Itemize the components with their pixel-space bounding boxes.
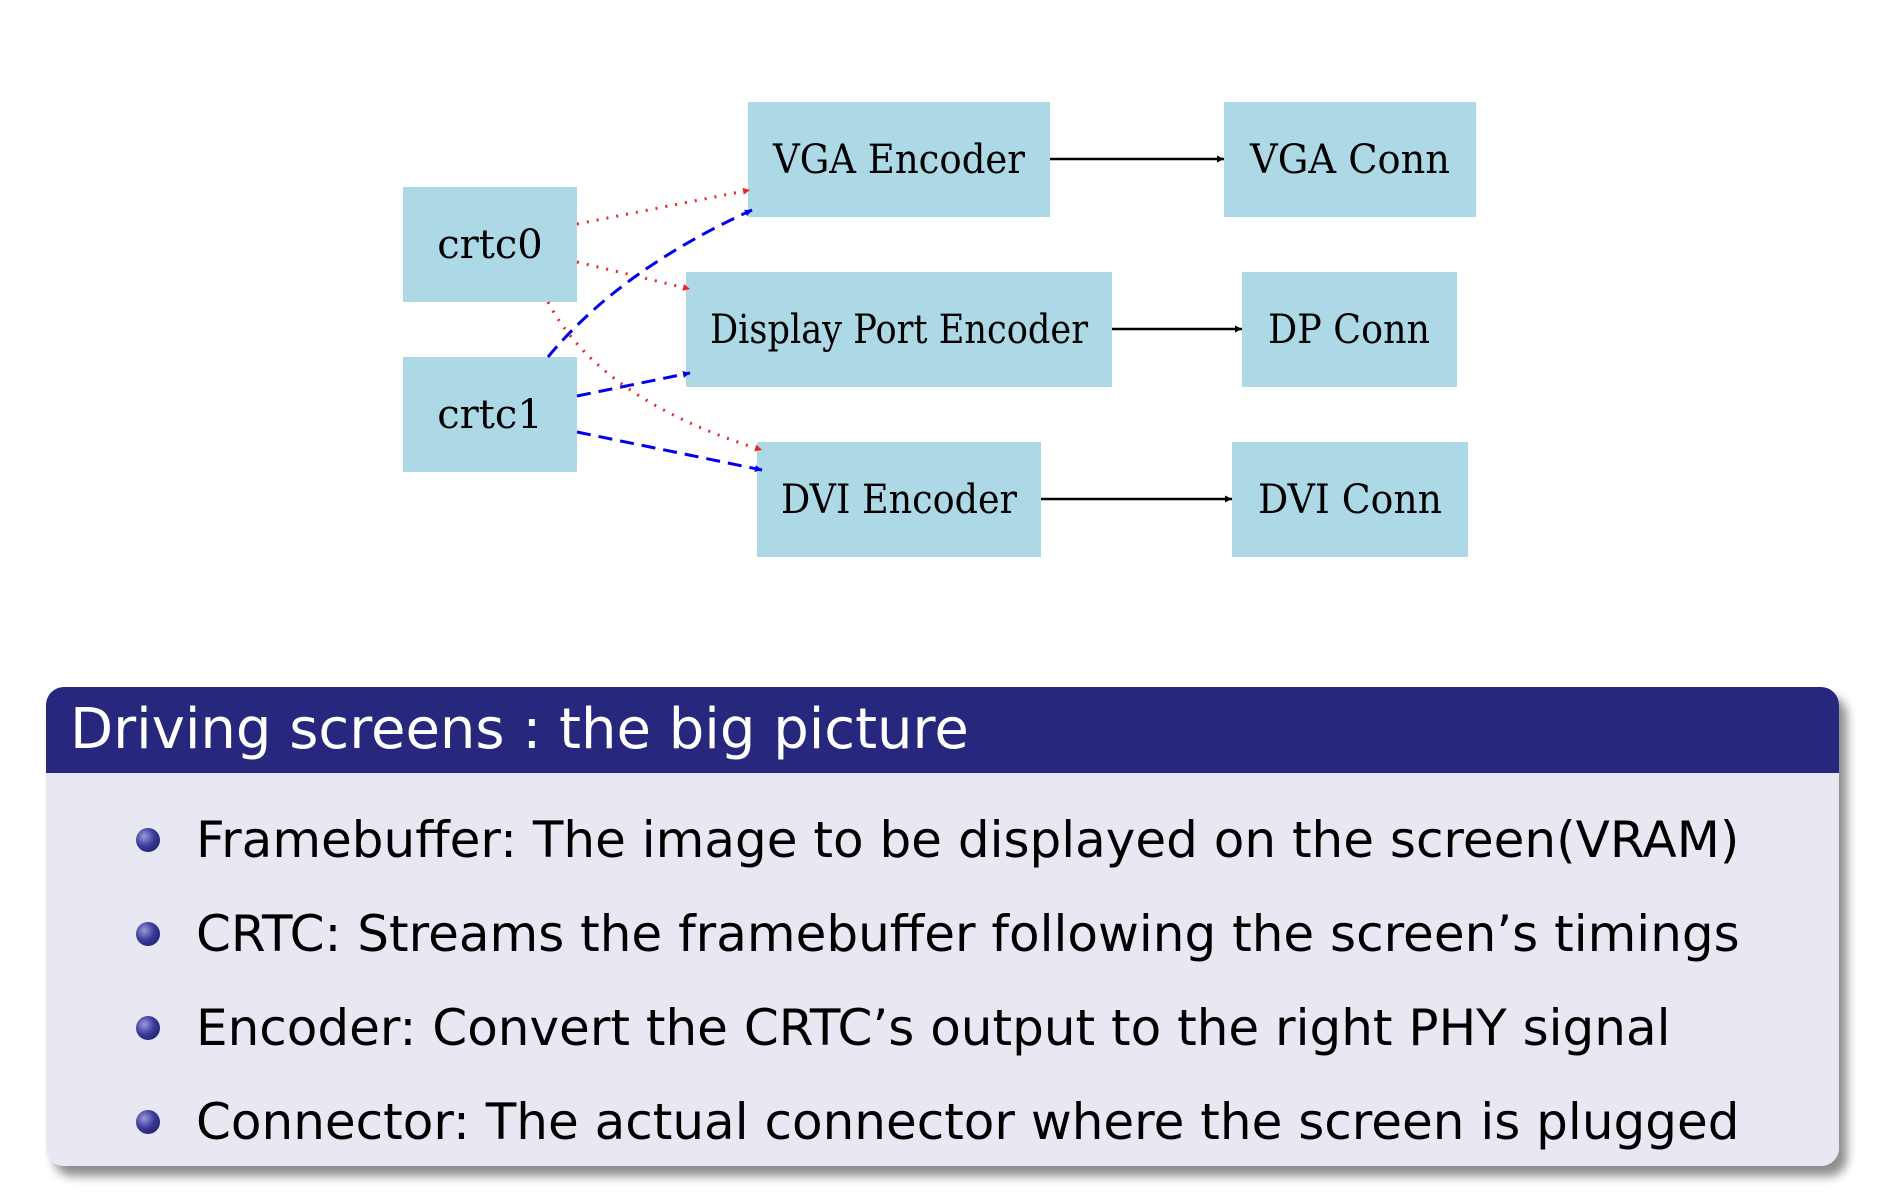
edge-crtc0-vga-encoder [576, 187, 751, 226]
vga-encoder-node [748, 102, 1050, 217]
vga-conn-label: VGA Conn [1249, 137, 1450, 183]
vga-conn-node [1224, 102, 1476, 217]
bullet-icon [136, 1110, 160, 1134]
vga-encoder-label: VGA Encoder [772, 137, 1026, 183]
crtc0-node [403, 187, 577, 302]
definition-block: Driving screens : the big picture Frameb… [46, 687, 1839, 1166]
crtc1-node [403, 357, 577, 472]
dvi-encoder-node [757, 442, 1041, 557]
block-body: Framebuffer: The image to be displayed o… [46, 773, 1839, 1166]
bullet-icon [136, 828, 160, 852]
list-item-text: Encoder: Convert the CRTC’s output to th… [196, 999, 1671, 1057]
dvi-conn-label: DVI Conn [1258, 477, 1442, 523]
edge-crtc0-dp-encoder [576, 260, 691, 291]
bullet-icon [136, 1016, 160, 1040]
bullet-list: Framebuffer: The image to be displayed o… [46, 793, 1839, 1166]
list-item-text: Connector: The actual connector where th… [196, 1093, 1740, 1151]
edge-crtc1-vga-encoder [546, 208, 753, 358]
crtc0-label: crtc0 [437, 222, 542, 268]
dp-conn-node [1242, 272, 1457, 387]
list-item-text: Framebuffer: The image to be displayed o… [196, 811, 1740, 869]
edge-crtc1-dp-encoder [576, 370, 691, 398]
crtc1-label: crtc1 [437, 392, 542, 438]
dp-conn-label: DP Conn [1268, 307, 1430, 353]
pipeline-diagram: crtc0 crtc1 VGA Encoder Display Port Enc… [403, 102, 1476, 557]
bullet-icon [136, 922, 160, 946]
list-item-text: CRTC: Streams the framebuffer following … [196, 905, 1740, 963]
edge-crtc1-dvi-encoder [576, 430, 763, 473]
dvi-conn-node [1232, 442, 1468, 557]
list-item: Framebuffer: The image to be displayed o… [46, 793, 1839, 887]
list-item: Encoder: Convert the CRTC’s output to th… [46, 981, 1839, 1075]
block-title: Driving screens : the big picture [46, 687, 1839, 773]
dp-encoder-label: Display Port Encoder [710, 307, 1089, 353]
list-item: CRTC: Streams the framebuffer following … [46, 887, 1839, 981]
dvi-encoder-label: DVI Encoder [781, 477, 1018, 523]
dp-encoder-node [686, 272, 1112, 387]
list-item: Connector: The actual connector where th… [46, 1075, 1839, 1166]
